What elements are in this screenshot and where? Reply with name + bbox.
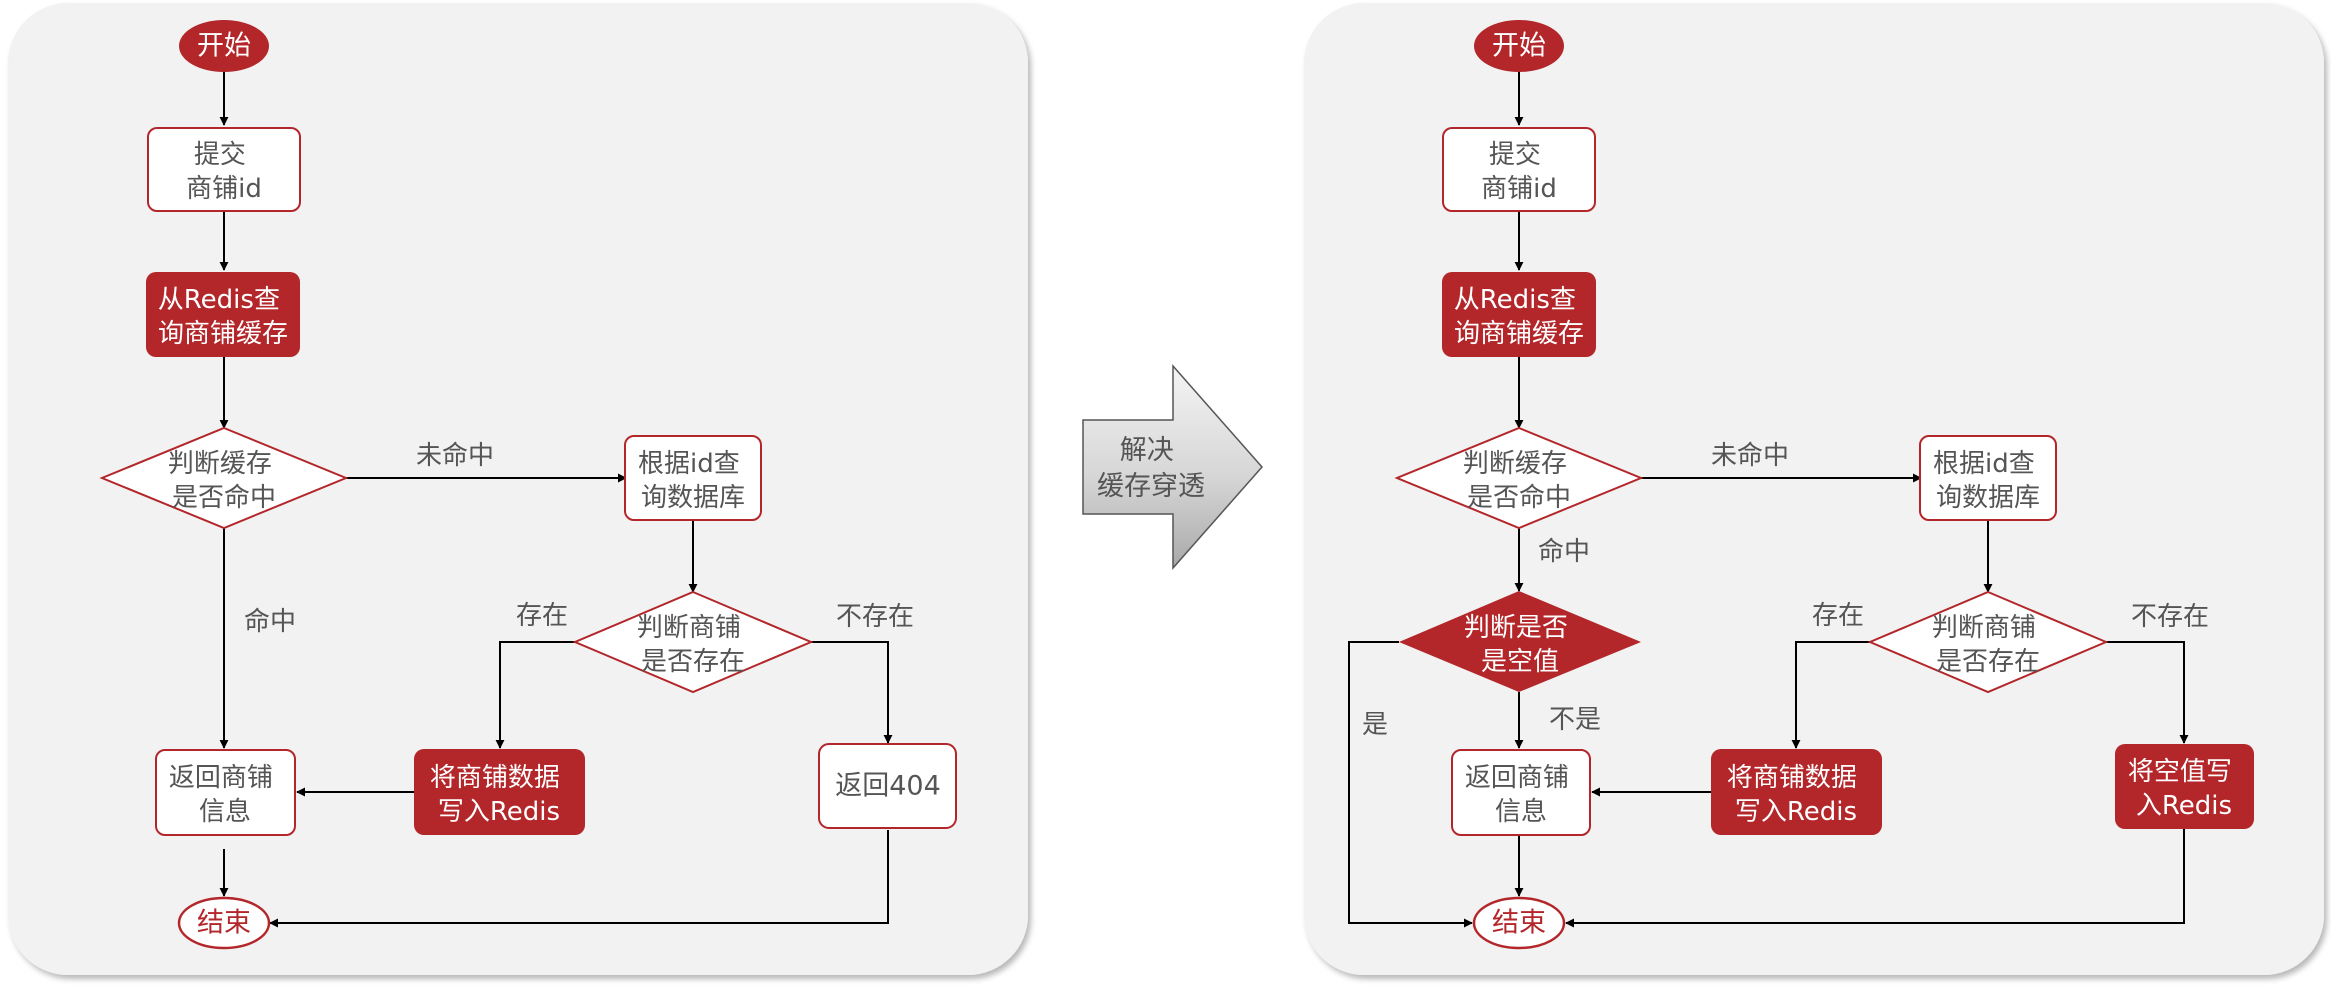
- transition-arrow-label: 解决 缓存穿透: [1097, 435, 1205, 502]
- left-query-db-label: 根据id查 询数据库: [638, 449, 748, 513]
- left-submit-node: [147, 127, 301, 212]
- left-return-404-label: 返回404: [835, 771, 941, 802]
- right-end-node: [1472, 896, 1566, 950]
- left-query-redis-node: [146, 272, 300, 357]
- left-judge-hit-node: [99, 426, 349, 530]
- right-start-label: 开始: [1492, 31, 1546, 62]
- left-judge-exists-label: 判断商铺 是否存在: [637, 613, 749, 677]
- transition-arrow-shape: [1082, 364, 1263, 570]
- left-miss-edge-label: 未命中: [416, 441, 494, 471]
- left-flowchart: 开始 提交 商铺id 从Redis查 询商铺缓存 判断缓存 是否命中 未命中 根…: [8, 3, 1028, 975]
- left-query-db-node: [624, 435, 762, 521]
- right-judge-null-node: [1399, 591, 1641, 692]
- right-end-label: 结束: [1492, 908, 1546, 939]
- left-end-node: [177, 896, 271, 950]
- edge-judge-exists-return-404: [811, 641, 893, 744]
- left-end-label: 结束: [197, 908, 251, 939]
- left-not-exists-edge-label: 不存在: [836, 602, 914, 632]
- right-flowchart: 开始 提交 商铺id 从Redis查 询商铺缓存 判断缓存 是否命中 未命中 根…: [1304, 3, 2324, 975]
- edge-judge-exists-write-null: [2106, 641, 2189, 744]
- right-submit-node: [1442, 127, 1596, 212]
- right-judge-hit-label: 判断缓存 是否命中: [1463, 449, 1575, 513]
- right-edges: [1348, 71, 2189, 928]
- right-write-redis-label: 将商铺数据 写入Redis: [1727, 763, 1865, 827]
- edge-write-null-end: [1565, 829, 2185, 928]
- right-submit-label: 提交 商铺id: [1481, 140, 1557, 204]
- right-yes-edge-label: 是: [1362, 710, 1388, 740]
- right-miss-edge-label: 未命中: [1711, 441, 1789, 471]
- right-write-null-node: [2115, 744, 2254, 829]
- left-start-label: 开始: [197, 31, 251, 62]
- right-query-redis-label: 从Redis查 询商铺缓存: [1454, 285, 1584, 349]
- right-write-redis-node: [1711, 749, 1882, 835]
- right-judge-exists-node: [1867, 590, 2109, 694]
- right-return-info-node: [1451, 749, 1591, 836]
- right-query-db-label: 根据id查 询数据库: [1933, 449, 2043, 513]
- left-return-info-node: [155, 749, 296, 836]
- left-edges: [219, 71, 893, 928]
- right-query-redis-node: [1442, 272, 1596, 357]
- edge-judge-null-end: [1348, 641, 1473, 928]
- right-query-db-node: [1919, 435, 2057, 521]
- edge-judge-exists-write-redis: [1791, 641, 1870, 749]
- left-write-redis-node: [414, 749, 585, 835]
- left-hit-edge-label: 命中: [244, 607, 296, 637]
- edge-judge-exists-write-redis: [495, 641, 575, 749]
- right-not-exists-edge-label: 不存在: [2131, 602, 2209, 632]
- right-write-null-label: 将空值写 入Redis: [2128, 757, 2240, 821]
- right-no-edge-label: 不是: [1549, 705, 1601, 735]
- transition-arrow: 解决 缓存穿透: [1082, 364, 1263, 570]
- left-submit-label: 提交 商铺id: [186, 140, 262, 204]
- left-start-node: [179, 20, 269, 72]
- left-panel-background: [8, 3, 1028, 975]
- right-return-info-label: 返回商铺 信息: [1465, 763, 1577, 827]
- left-query-redis-label: 从Redis查 询商铺缓存: [158, 285, 288, 349]
- left-return-404-node: [818, 743, 957, 829]
- left-return-info-label: 返回商铺 信息: [169, 763, 281, 827]
- left-judge-hit-label: 判断缓存 是否命中: [168, 449, 280, 513]
- right-judge-hit-node: [1394, 426, 1644, 530]
- left-judge-exists-node: [572, 590, 814, 694]
- right-panel-background: [1304, 3, 2324, 975]
- right-hit-edge-label: 命中: [1538, 537, 1590, 567]
- right-start-node: [1474, 20, 1564, 72]
- right-judge-exists-label: 判断商铺 是否存在: [1932, 613, 2044, 677]
- right-judge-null-label: 判断是否 是空值: [1464, 613, 1576, 677]
- left-write-redis-label: 将商铺数据 写入Redis: [430, 763, 568, 827]
- edge-return-404-end: [269, 830, 889, 928]
- right-exists-edge-label: 存在: [1812, 601, 1864, 631]
- left-exists-edge-label: 存在: [516, 601, 568, 631]
